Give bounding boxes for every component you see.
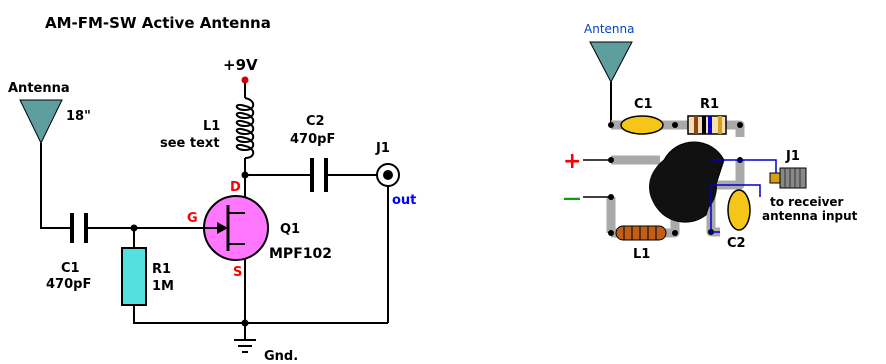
q1-part: MPF102 [269,246,332,262]
capacitor-c2 [310,158,328,192]
layout-j1 [769,167,807,189]
layout-antenna-label: Antenna [584,22,634,36]
wire-antenna-c1 [40,143,72,229]
layout-plus: + [563,149,581,174]
schematic: AM-FM-SW Active Antenna Antenna 18" C1 4… [8,14,416,364]
layout-blue-wire-3 [711,184,761,197]
c2-name: C2 [306,114,325,129]
layout-receiver-line1: to receiver [770,195,844,209]
layout-blue-wire-2 [710,185,720,233]
junction-ground [241,319,249,327]
supply-label: +9V [223,56,258,74]
layout-view: Antenna C1 [563,22,858,262]
layout-c1-label: C1 [634,97,653,112]
c1-name: C1 [61,261,80,276]
layout-c1 [620,115,664,135]
junction-drain [241,171,249,179]
ground-label: Gnd. [264,349,298,364]
c1-value: 470pF [46,277,91,292]
resistor-r1 [121,247,147,306]
layout-c2-label: C2 [727,236,746,251]
layout-blue-wire-1 [711,159,777,176]
layout-r1 [687,115,727,135]
layout-l1-label: L1 [633,247,650,262]
junction-gate [130,224,138,232]
wire-r1-bottom [133,305,388,324]
layout-l1 [615,225,667,241]
q1-name: Q1 [280,222,300,237]
j1-out: out [392,193,416,208]
l1-note: see text [160,136,220,151]
layout-minus: — [563,188,581,209]
layout-r1-label: R1 [700,97,719,112]
q1-gate-pin: G [187,211,198,226]
r1-name: R1 [152,262,171,277]
c2-value: 470pF [290,132,335,147]
layout-c2 [727,189,751,231]
layout-receiver-line2: antenna input [762,209,858,223]
r1-value: 1M [152,279,174,294]
schematic-title: AM-FM-SW Active Antenna [45,14,271,32]
layout-q1-body [649,155,717,219]
l1-name: L1 [203,119,220,134]
layout-antenna-symbol [589,41,633,84]
ground-symbol [234,339,256,353]
transistor-q1 [203,195,269,261]
j1-name: J1 [375,141,390,156]
q1-source-pin: S [233,265,242,280]
layout-j1-label: J1 [785,149,800,164]
antenna-length: 18" [66,109,91,124]
capacitor-c1 [70,213,88,243]
jack-j1 [376,163,400,187]
antenna-label: Antenna [8,81,70,96]
supply-terminal [241,76,249,84]
q1-drain-pin: D [230,180,241,195]
inductor-l1 [235,97,255,159]
antenna-symbol [19,99,63,145]
